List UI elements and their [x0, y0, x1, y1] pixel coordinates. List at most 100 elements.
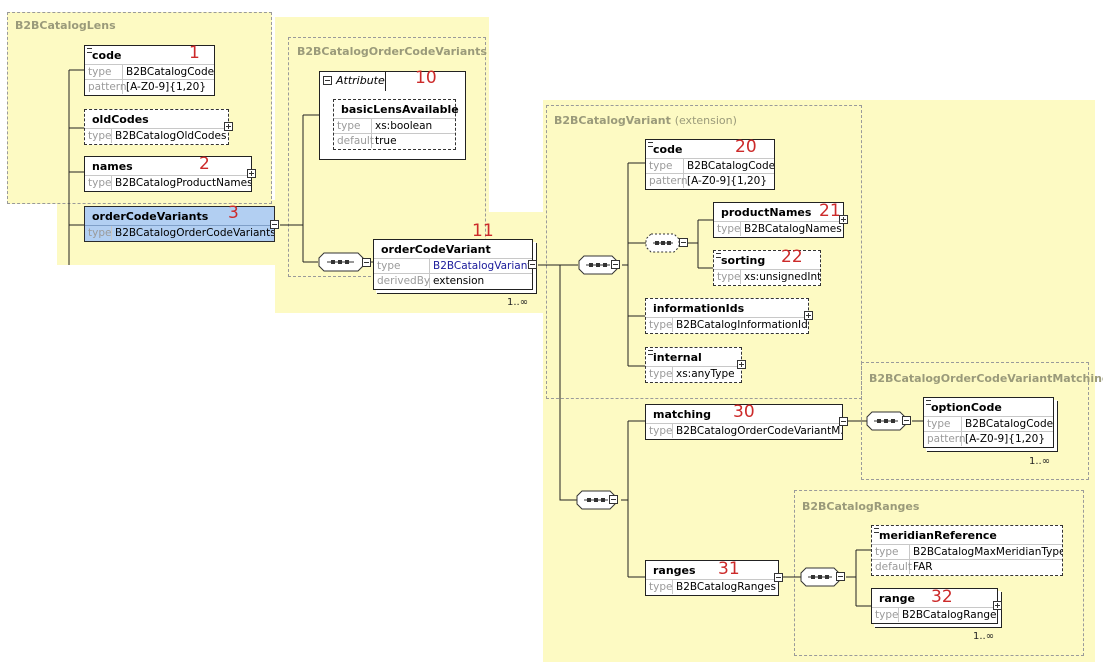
annotation-10: 10	[415, 68, 437, 88]
type-label: type	[924, 417, 962, 431]
ranges-sequence-collapse-icon[interactable]	[836, 572, 845, 581]
extension-sequence-compositor-icon[interactable]	[576, 490, 626, 510]
group-variant	[546, 105, 862, 399]
multiplicity-label: 1..∞	[1029, 456, 1051, 467]
pattern-value: [A-Z0-9]{1,20}	[965, 433, 1046, 445]
matching-sequence-compositor-icon[interactable]	[866, 411, 916, 431]
type-label: type	[646, 367, 673, 381]
type-value: B2BCatalogProductNames	[115, 177, 251, 189]
type-label: type	[646, 580, 673, 594]
element-name: sorting	[721, 254, 766, 267]
expand-internal-icon[interactable]	[737, 360, 746, 369]
collapse-order-code-variant-icon[interactable]	[528, 260, 537, 269]
type-label: type	[646, 159, 684, 173]
documentation-icon	[648, 350, 653, 355]
ranges-sequence-compositor-icon[interactable]	[800, 567, 850, 587]
type-value: B2BCatalogInformationIds	[676, 319, 808, 331]
element-name: optionCode	[931, 401, 1002, 414]
type-value[interactable]: B2BCatalogVariant	[433, 260, 532, 272]
expand-product-names-icon[interactable]	[839, 215, 848, 224]
annotation-31: 31	[718, 559, 740, 579]
annotation-22: 22	[781, 247, 803, 267]
type-label: type	[334, 119, 372, 133]
derived-by-label: derivedBy	[374, 274, 430, 288]
variant-sequence-compositor-icon[interactable]	[578, 255, 628, 275]
default-value: FAR	[913, 561, 933, 573]
documentation-icon	[926, 400, 931, 405]
group-variant-name: B2BCatalogVariant	[554, 114, 671, 127]
documentation-icon	[87, 48, 92, 53]
type-label: type	[646, 424, 673, 438]
annotation-32: 32	[931, 587, 953, 607]
type-label: type	[85, 129, 112, 143]
type-label: type	[85, 226, 112, 240]
annotation-20: 20	[735, 137, 757, 157]
expand-names-icon[interactable]	[247, 169, 256, 178]
type-value: B2BCatalogCode	[126, 66, 214, 78]
element-name: productNames	[721, 206, 812, 219]
derived-by-value: extension	[433, 275, 485, 287]
type-label: type	[374, 259, 430, 273]
annotation-11: 11	[472, 221, 494, 241]
variant-sequence-collapse-icon[interactable]	[611, 260, 620, 269]
collapse-attribute-icon[interactable]	[323, 76, 332, 85]
type-value: B2BCatalogOldCodes	[115, 130, 227, 142]
default-label: default	[872, 560, 912, 574]
element-name: range	[879, 592, 916, 605]
matching-sequence-collapse-icon[interactable]	[902, 416, 911, 425]
optional-sequence-collapse-icon[interactable]	[679, 238, 688, 247]
expand-old-codes-icon[interactable]	[224, 122, 233, 131]
annotation-30: 30	[733, 402, 755, 422]
type-value: B2BCatalogRange	[902, 609, 997, 621]
multiplicity-label: 1..∞	[507, 297, 529, 308]
element-name: code	[653, 143, 683, 156]
default-value: true	[375, 135, 397, 147]
type-label: type	[872, 545, 910, 559]
element-name: oldCodes	[92, 113, 149, 126]
extension-sequence-collapse-icon[interactable]	[609, 495, 618, 504]
type-value: B2BCatalogOrderCodeVariantM...	[676, 425, 842, 437]
type-label: type	[714, 270, 741, 284]
collapse-order-code-variants-icon[interactable]	[270, 220, 279, 229]
group-lens	[7, 12, 272, 204]
type-label: type	[872, 608, 899, 622]
element-name: orderCodeVariant	[381, 243, 491, 256]
element-name: ranges	[653, 564, 696, 577]
collapse-ranges-icon[interactable]	[774, 573, 783, 582]
type-value: B2BCatalogOrderCodeVariants	[115, 227, 274, 239]
attribute-label: Attribute	[336, 74, 385, 87]
element-name: meridianReference	[879, 529, 997, 542]
element-name: orderCodeVariants	[92, 210, 209, 223]
type-value: xs:boolean	[375, 120, 433, 132]
annotation-1: 1	[189, 43, 200, 63]
type-label: type	[85, 65, 123, 79]
type-value: xs:anyType	[676, 368, 735, 380]
expand-range-icon[interactable]	[993, 601, 1002, 610]
pattern-value: [A-Z0-9]{1,20}	[687, 175, 768, 187]
optional-sequence-compositor-icon[interactable]	[645, 233, 695, 253]
annotation-21: 21	[819, 201, 841, 221]
pattern-label: pattern	[924, 432, 966, 446]
sequence-compositor-icon[interactable]	[318, 252, 368, 272]
sequence-collapse-icon[interactable]	[362, 258, 371, 267]
group-matching-title: B2BCatalogOrderCodeVariantMatching	[869, 372, 1103, 385]
type-value: B2BCatalogNames	[744, 223, 842, 235]
type-label: type	[714, 222, 741, 236]
collapse-matching-icon[interactable]	[839, 417, 848, 426]
expand-information-ids-icon[interactable]	[804, 311, 813, 320]
